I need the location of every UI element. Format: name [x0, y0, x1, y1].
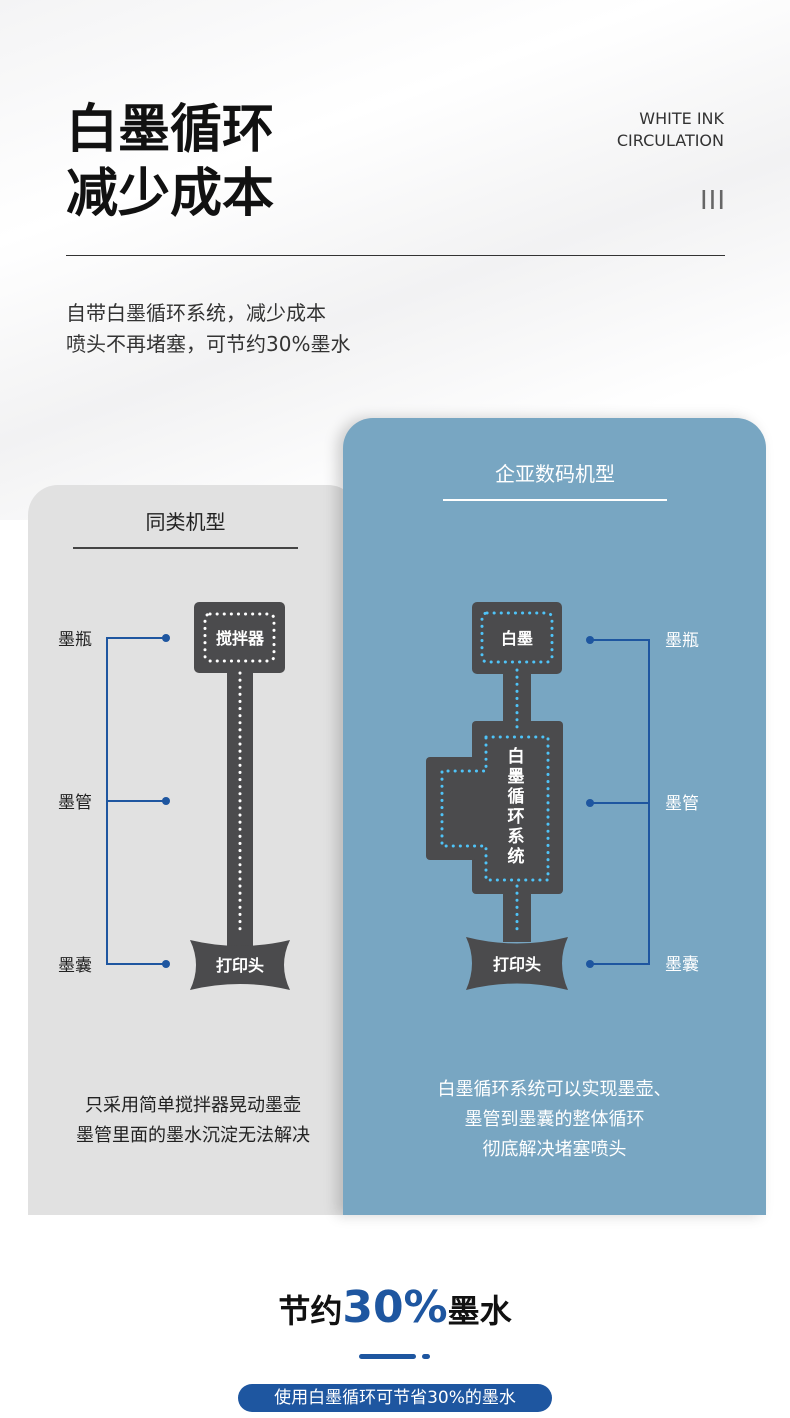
- white-ink-dots: [480, 611, 554, 664]
- circulation-system-label: 白 墨 循 环 系 统: [508, 746, 525, 867]
- right-device: [426, 602, 568, 990]
- english-line-1: WHITE INK: [639, 109, 724, 128]
- left-dot-bottle: [162, 634, 170, 642]
- competitor-title-underline: [73, 547, 298, 549]
- title-line-2: 减少成本: [66, 164, 275, 224]
- circulation-side-box: [426, 757, 476, 860]
- product-title: 企亚数码机型: [495, 462, 615, 486]
- product-note: 白墨循环系统可以实现墨壶、 墨管到墨囊的整体循环 彻底解决堵塞喷头: [343, 1075, 766, 1165]
- left-dot-tube: [162, 797, 170, 805]
- savings-suffix: 墨水: [447, 1292, 512, 1330]
- system-char-5: 系: [508, 827, 525, 847]
- left-dot-sac: [162, 960, 170, 968]
- right-label-sac: 墨囊: [665, 955, 699, 975]
- english-title: WHITE INK CIRCULATION: [617, 108, 724, 152]
- circulation-dots: [440, 611, 554, 937]
- right-callouts: [590, 639, 650, 965]
- intro-line-1: 自带白墨循环系统，减少成本: [66, 301, 326, 325]
- competitor-note-line-1: 只采用简单搅拌器晃动墨壶: [85, 1095, 301, 1116]
- headline-underline-bar: [359, 1354, 416, 1359]
- stirrer-label: 搅拌器: [216, 629, 265, 648]
- left-callouts: [106, 637, 166, 965]
- left-printhead-label: 打印头: [216, 956, 264, 975]
- white-ink-label: 白墨: [501, 629, 533, 648]
- right-callout-dots: [586, 636, 594, 968]
- product-note-line-2: 墨管到墨囊的整体循环: [464, 1109, 645, 1130]
- competitor-note: 只采用简单搅拌器晃动墨壶 墨管里面的墨水沉淀无法解决: [28, 1091, 358, 1151]
- right-dot-tube: [586, 799, 594, 807]
- system-char-4: 环: [508, 807, 525, 827]
- right-printhead: [466, 937, 568, 990]
- system-char-1: 白: [508, 746, 525, 767]
- right-label-bottle: 墨瓶: [665, 631, 699, 651]
- savings-headline: 节约30%墨水: [0, 1282, 790, 1333]
- left-device: [190, 602, 290, 990]
- competitor-title: 同类机型: [145, 510, 226, 534]
- left-label-bottle: 墨瓶: [58, 630, 92, 650]
- circulation-box: [472, 721, 563, 894]
- system-char-6: 统: [508, 846, 525, 867]
- page-title: 白墨循环 减少成本: [66, 98, 274, 226]
- headline-underline-dot: [422, 1354, 430, 1359]
- competitor-note-line-2: 墨管里面的墨水沉淀无法解决: [76, 1125, 310, 1146]
- left-callout-dots: [162, 634, 170, 968]
- stirrer-box: [194, 602, 285, 673]
- savings-pill: 使用白墨循环可节省30%的墨水: [238, 1384, 552, 1412]
- intro-line-2: 喷头不再堵塞，可节约30%墨水: [66, 332, 351, 356]
- product-note-line-1: 白墨循环系统可以实现墨壶、: [437, 1079, 672, 1100]
- section-number: III: [699, 186, 726, 216]
- header-divider: [66, 255, 725, 256]
- right-dot-bottle: [586, 636, 594, 644]
- system-char-3: 循: [508, 786, 525, 807]
- intro-text: 自带白墨循环系统，减少成本 喷头不再堵塞，可节约30%墨水: [66, 298, 350, 360]
- savings-percent: 30%: [342, 1282, 448, 1333]
- competitor-panel: [28, 485, 358, 1215]
- right-dot-sac: [586, 960, 594, 968]
- product-note-line-3: 彻底解决堵塞喷头: [482, 1139, 627, 1160]
- white-ink-box: [472, 602, 562, 674]
- left-label-sac: 墨囊: [58, 956, 92, 976]
- savings-prefix: 节约: [278, 1292, 343, 1330]
- stirrer-dots: [203, 612, 276, 663]
- right-label-tube: 墨管: [665, 794, 699, 814]
- system-char-2: 墨: [508, 767, 525, 787]
- right-printhead-label: 打印头: [493, 955, 541, 974]
- left-printhead: [190, 940, 290, 990]
- title-line-1: 白墨循环: [66, 100, 275, 160]
- english-line-2: CIRCULATION: [616, 131, 724, 150]
- left-label-tube: 墨管: [58, 793, 92, 813]
- product-title-underline: [443, 499, 667, 501]
